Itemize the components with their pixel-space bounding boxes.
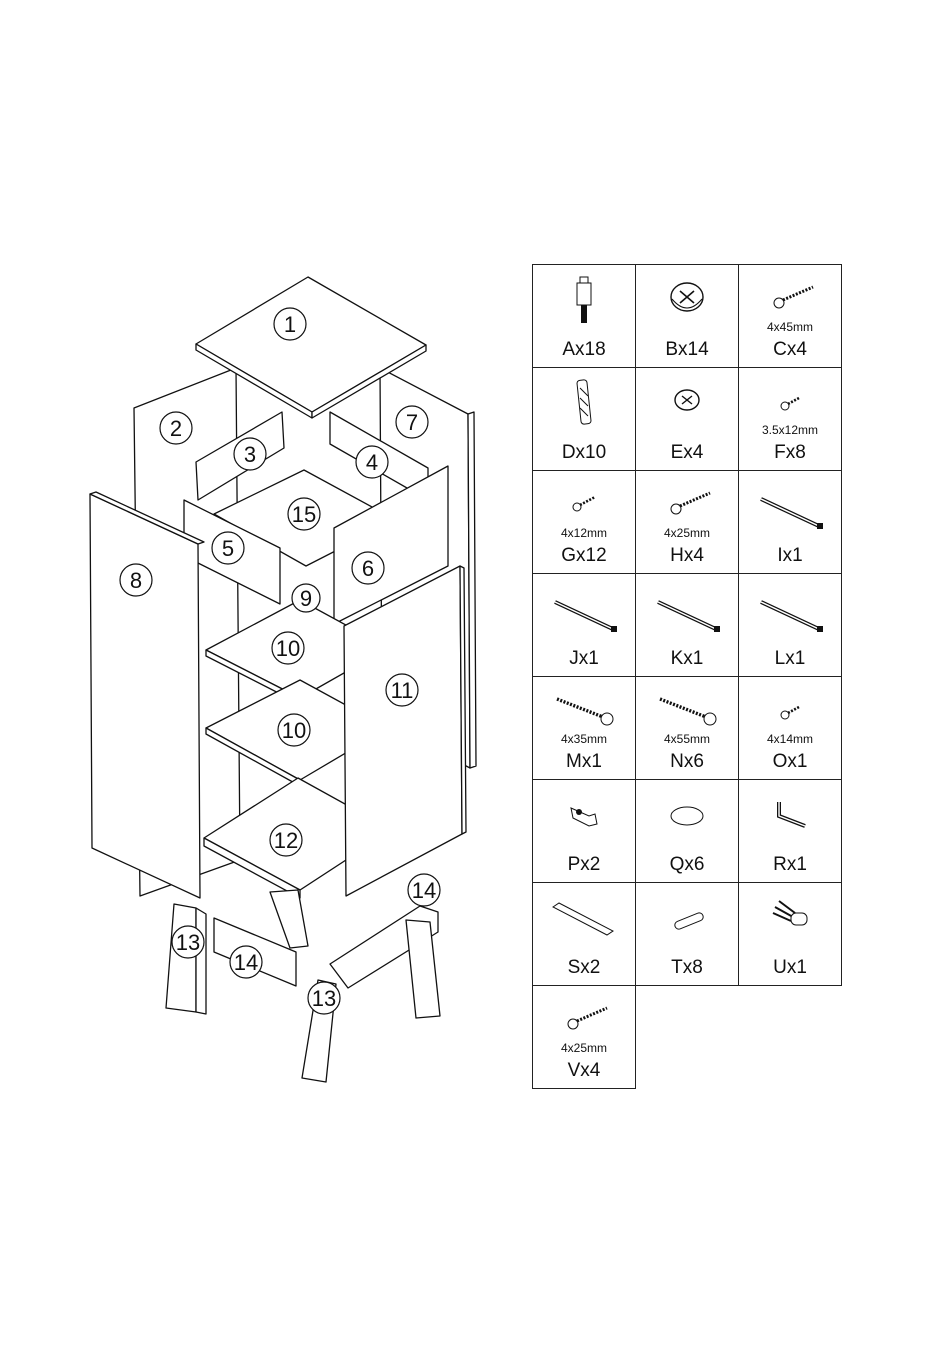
hardware-label: Kx1	[636, 648, 738, 670]
pin-icon	[636, 883, 738, 953]
hardware-label: Px2	[533, 854, 635, 876]
hardware-label: Ix1	[739, 545, 841, 567]
drawer-rail-icon	[533, 574, 635, 644]
hardware-cell: Ix1	[739, 471, 842, 574]
hardware-label: Dx10	[533, 442, 635, 464]
part-label-5: 5	[222, 536, 234, 561]
hardware-label: Ux1	[739, 957, 841, 979]
hardware-cell: Rx1	[739, 780, 842, 883]
part-label-10b: 10	[282, 718, 306, 743]
hardware-label: Ax18	[533, 339, 635, 361]
part-label-14a: 14	[412, 878, 436, 903]
hardware-cell: Ex4	[636, 368, 739, 471]
hardware-size: 4x25mm	[533, 1041, 635, 1055]
empty-cell	[739, 986, 842, 1089]
hardware-label: Jx1	[533, 648, 635, 670]
hardware-size: 3.5x12mm	[739, 423, 841, 437]
part-label-13b: 13	[312, 986, 336, 1011]
hardware-cell: Ax18	[533, 265, 636, 368]
cam-lock-icon	[636, 265, 738, 335]
wall-plug-icon	[739, 883, 841, 953]
cam-bolt-icon	[533, 265, 635, 335]
part-label-9: 9	[300, 586, 312, 611]
hardware-size: 4x25mm	[636, 526, 738, 540]
hardware-label: Ox1	[739, 751, 841, 773]
hardware-cell: Sx2	[533, 883, 636, 986]
hardware-label: Hx4	[636, 545, 738, 567]
part-label-2: 2	[170, 416, 182, 441]
cam-lock-small-icon	[636, 368, 738, 438]
hardware-cell: Tx8	[636, 883, 739, 986]
drawer-rail-icon	[739, 574, 841, 644]
part-label-11: 11	[391, 678, 414, 703]
hardware-cell: Dx10	[533, 368, 636, 471]
wooden-dowel-icon	[533, 368, 635, 438]
hardware-label: Mx1	[533, 751, 635, 773]
part-label-7: 7	[406, 410, 418, 435]
hardware-cell: Lx1	[739, 574, 842, 677]
part-label-1: 1	[284, 312, 296, 337]
felt-pad-icon	[636, 780, 738, 850]
drawer-rail-icon	[636, 574, 738, 644]
hardware-label: Rx1	[739, 854, 841, 876]
part-label-15: 15	[292, 502, 316, 527]
hardware-size: 4x12mm	[533, 526, 635, 540]
panel-8-left-side	[90, 494, 200, 898]
part-label-6: 6	[362, 556, 374, 581]
hardware-label: Vx4	[533, 1060, 635, 1082]
hardware-label: Bx14	[636, 339, 738, 361]
part-label-4: 4	[366, 450, 378, 475]
hardware-cell: Ux1	[739, 883, 842, 986]
leg-13-right	[406, 920, 440, 1018]
part-label-14b: 14	[234, 950, 258, 975]
hardware-cell: Qx6	[636, 780, 739, 883]
hardware-label: Nx6	[636, 751, 738, 773]
empty-cell	[636, 986, 739, 1089]
part-label-12: 12	[274, 828, 298, 853]
hardware-label: Sx2	[533, 957, 635, 979]
hardware-label: Gx12	[533, 545, 635, 567]
part-label-13a: 13	[176, 930, 200, 955]
hinge-icon	[533, 780, 635, 850]
hardware-size: 4x55mm	[636, 732, 738, 746]
hardware-size: 4x14mm	[739, 732, 841, 746]
hardware-cell: Kx1	[636, 574, 739, 677]
exploded-assembly-diagram: 1 2 3 4 5 6 7 8 9 10 10 11 12 13 13 14 1…	[0, 0, 500, 1110]
hardware-label: Fx8	[739, 442, 841, 464]
metal-strip-icon	[533, 883, 635, 953]
hardware-label: Qx6	[636, 854, 738, 876]
hardware-cell: Jx1	[533, 574, 636, 677]
hardware-cell: Px2	[533, 780, 636, 883]
hardware-cell: Bx14	[636, 265, 739, 368]
panel-11-door	[344, 566, 462, 896]
hardware-size: 4x45mm	[739, 320, 841, 334]
hardware-label: Cx4	[739, 339, 841, 361]
hardware-size: 4x35mm	[533, 732, 635, 746]
hardware-label: Tx8	[636, 957, 738, 979]
hardware-label: Lx1	[739, 648, 841, 670]
hardware-label: Ex4	[636, 442, 738, 464]
drawer-rail-icon	[739, 471, 841, 541]
part-label-10a: 10	[276, 636, 300, 661]
part-label-3: 3	[244, 442, 256, 467]
angle-bracket-icon	[739, 780, 841, 850]
part-label-8: 8	[130, 568, 142, 593]
leg-13-back	[270, 890, 308, 948]
